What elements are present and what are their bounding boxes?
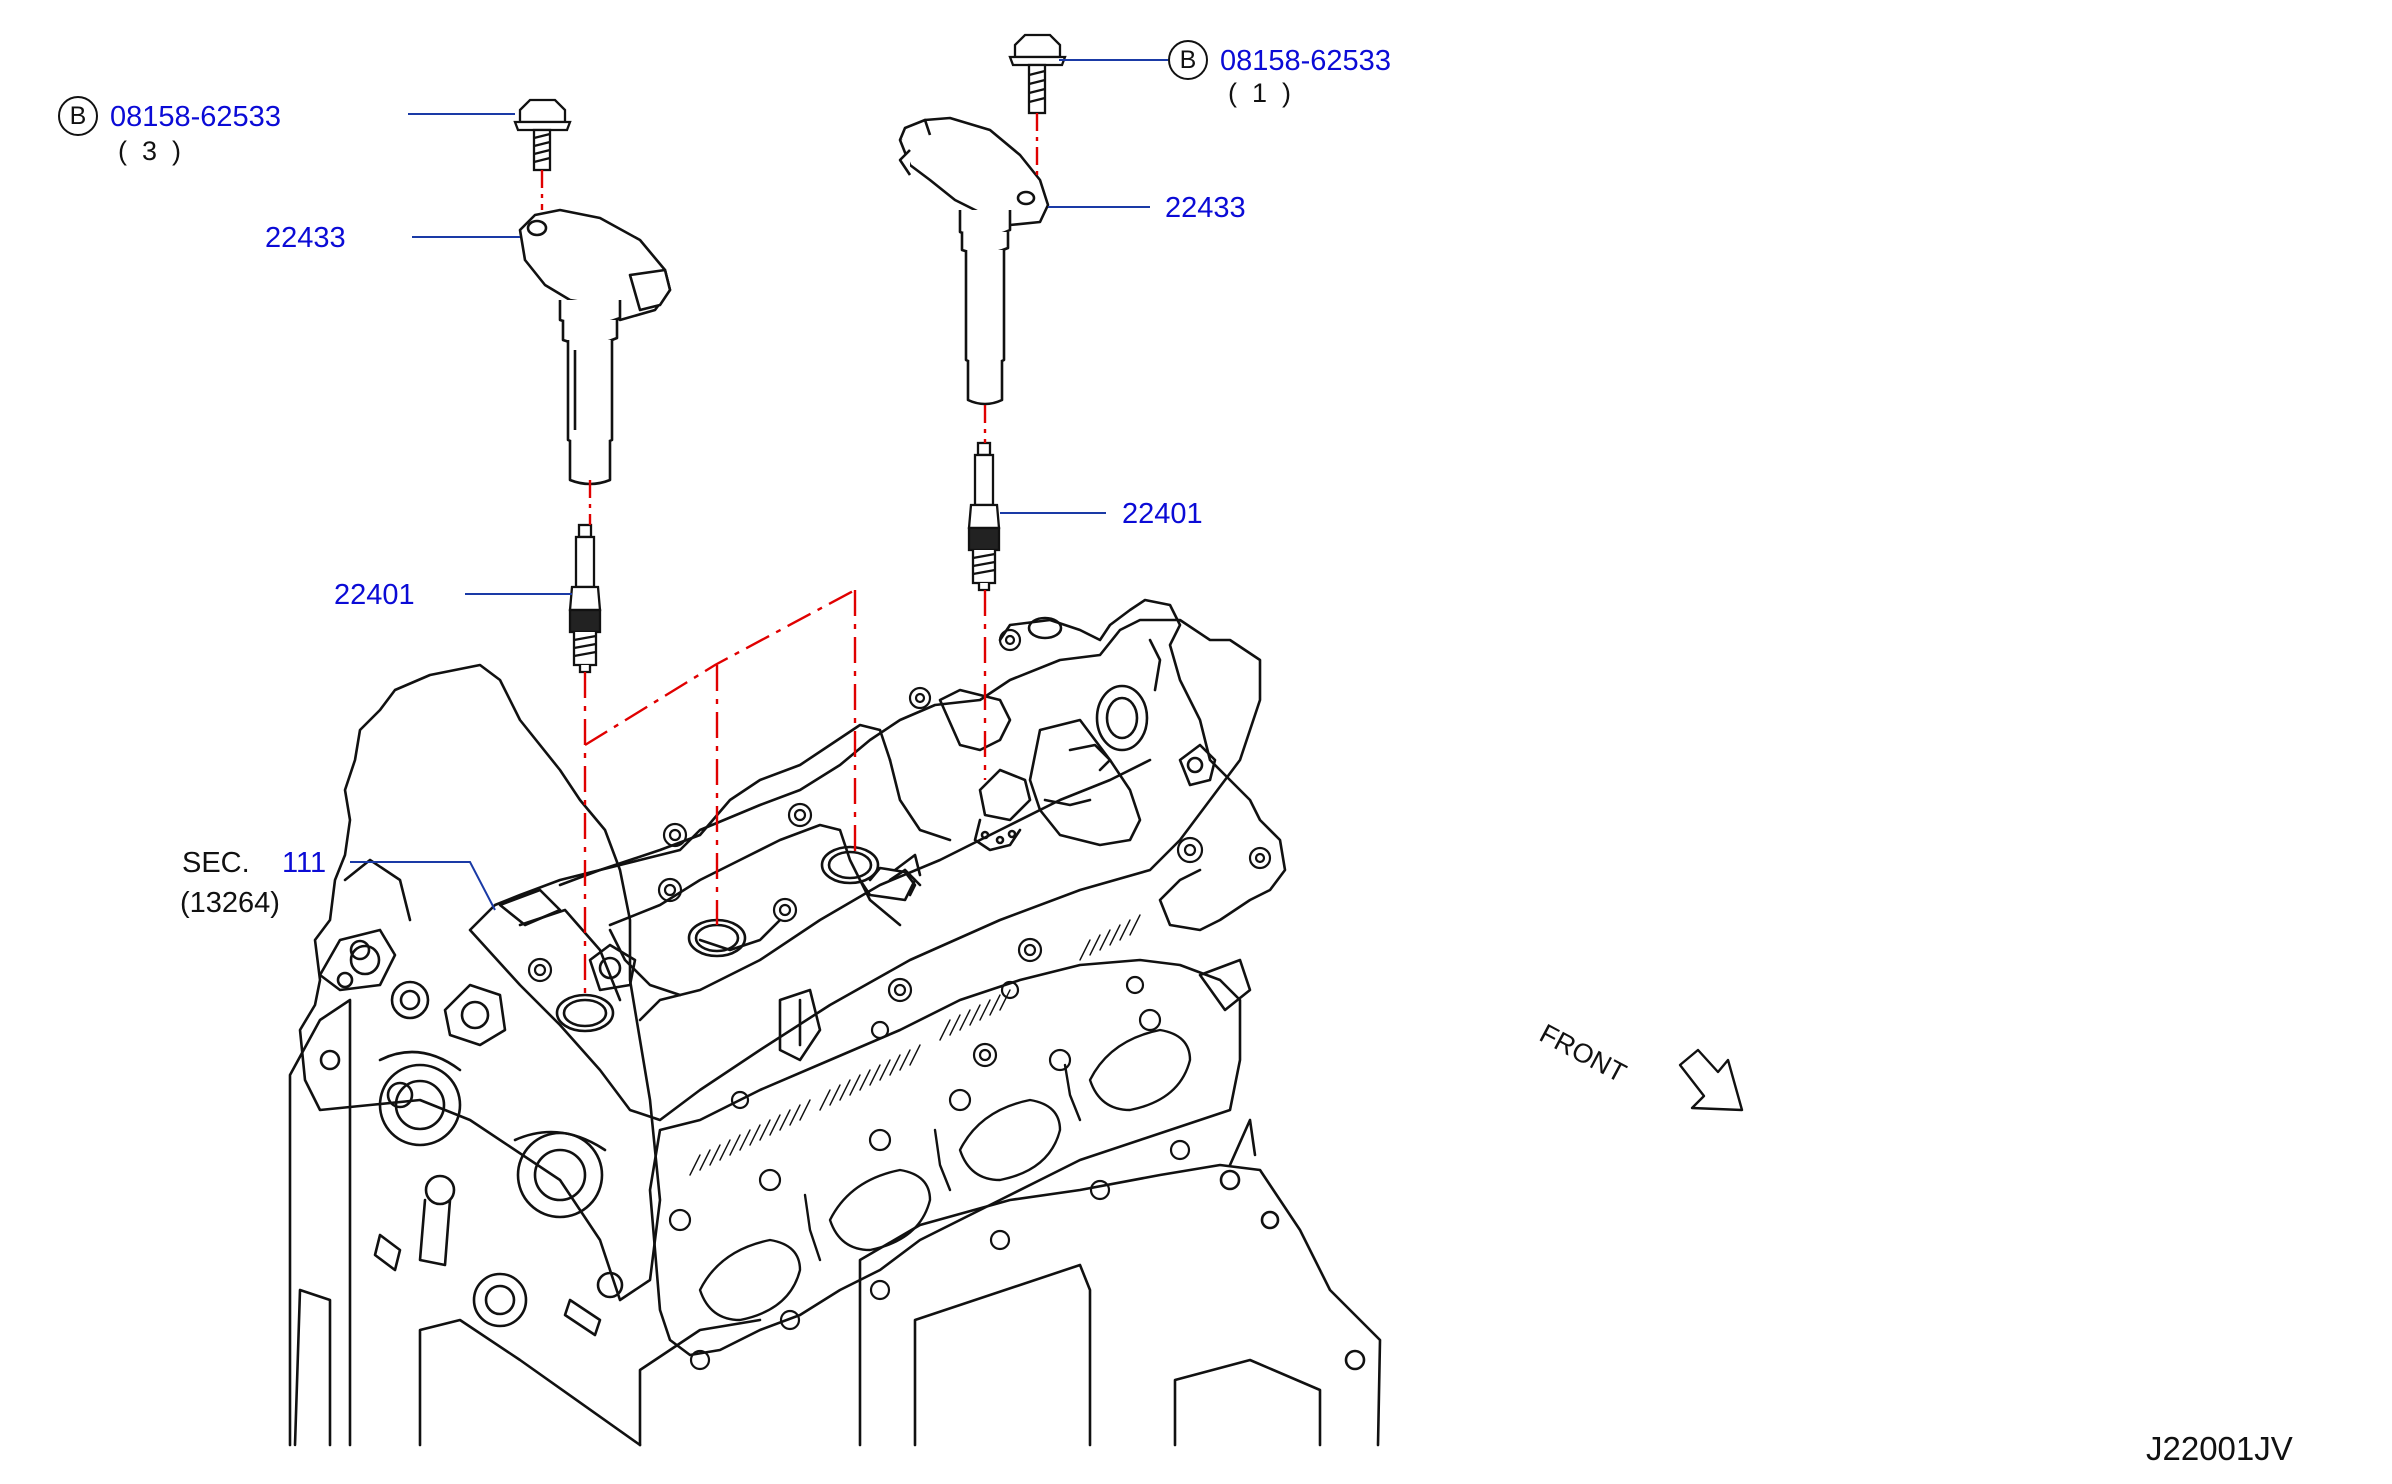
bolt-right-badge: B (1168, 40, 1208, 80)
ignition-coil-right (898, 116, 1050, 406)
diagram-code: J22001JV (2146, 1430, 2293, 1467)
spark-plug-right (967, 441, 1001, 592)
cover-bolts (527, 628, 1272, 1068)
coil-left-part-number[interactable]: 22433 (265, 222, 346, 254)
intake-ports (698, 1028, 1192, 1322)
bolt-left (513, 98, 572, 172)
bolt-right-part-number[interactable]: 08158-62533 (1220, 45, 1391, 77)
assembly-center-lines (540, 113, 1039, 1000)
leader-lines (350, 59, 1168, 911)
bolt-left-badge: B (58, 96, 98, 136)
ignition-coil-left (518, 208, 672, 486)
spark-plug-left (568, 523, 602, 674)
bolt-right-quantity: ( 1 ) (1228, 78, 1292, 108)
section-number[interactable]: 111 (282, 847, 327, 879)
coil-right-part-number[interactable]: 22433 (1165, 192, 1246, 224)
bolt-left-part-number[interactable]: 08158-62533 (110, 101, 281, 133)
engine-head-assembly (288, 598, 1382, 1447)
bolt-left-quantity: ( 3 ) (118, 136, 182, 166)
front-arrow-icon (1678, 1048, 1744, 1112)
section-prefix: SEC. (182, 847, 250, 879)
hatch-strips (689, 914, 1141, 1176)
plug-left-part-number[interactable]: 22401 (334, 579, 415, 611)
section-sub-reference: (13264) (180, 887, 280, 919)
bolt-right (1008, 33, 1067, 115)
plug-right-part-number[interactable]: 22401 (1122, 498, 1203, 530)
